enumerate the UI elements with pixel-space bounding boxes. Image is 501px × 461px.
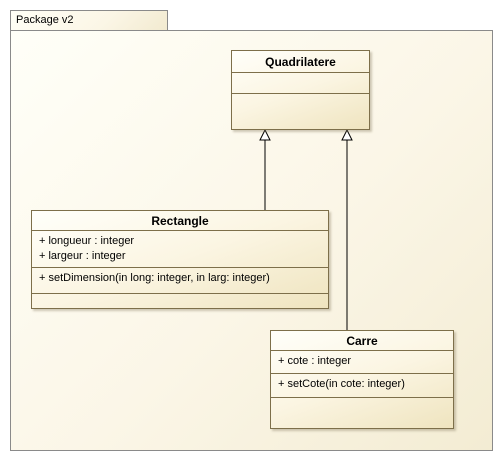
class-rectangle[interactable]: Rectangle + longueur : integer + largeur… (31, 210, 329, 309)
operation-row[interactable]: + setCote(in cote: integer) (278, 378, 405, 390)
operations-section (232, 93, 369, 129)
attributes-section (232, 72, 369, 93)
attribute-row[interactable]: + longueur : integer (39, 235, 135, 247)
class-carre[interactable]: Carre + cote : integer + setCote(in cote… (270, 330, 454, 429)
operations-section: + setCote(in cote: integer) (271, 373, 453, 397)
operation-row[interactable]: + setDimension(in long: integer, in larg… (39, 272, 270, 284)
class-quadrilatere[interactable]: Quadrilatere (231, 50, 370, 130)
attributes-section: + cote : integer (271, 350, 453, 373)
class-name: Quadrilatere (265, 55, 336, 69)
attribute-row[interactable]: + largeur : integer (39, 250, 126, 262)
extra-section (271, 397, 453, 428)
operations-section: + setDimension(in long: integer, in larg… (32, 267, 328, 293)
attribute-row[interactable]: + cote : integer (278, 355, 352, 367)
attributes-section: + longueur : integer + largeur : integer (32, 230, 328, 267)
class-name: Carre (346, 334, 378, 348)
package-tab[interactable]: Package v2 (10, 10, 168, 30)
class-name: Rectangle (151, 214, 209, 228)
package-name: Package v2 (16, 14, 74, 26)
extra-section (32, 293, 328, 308)
